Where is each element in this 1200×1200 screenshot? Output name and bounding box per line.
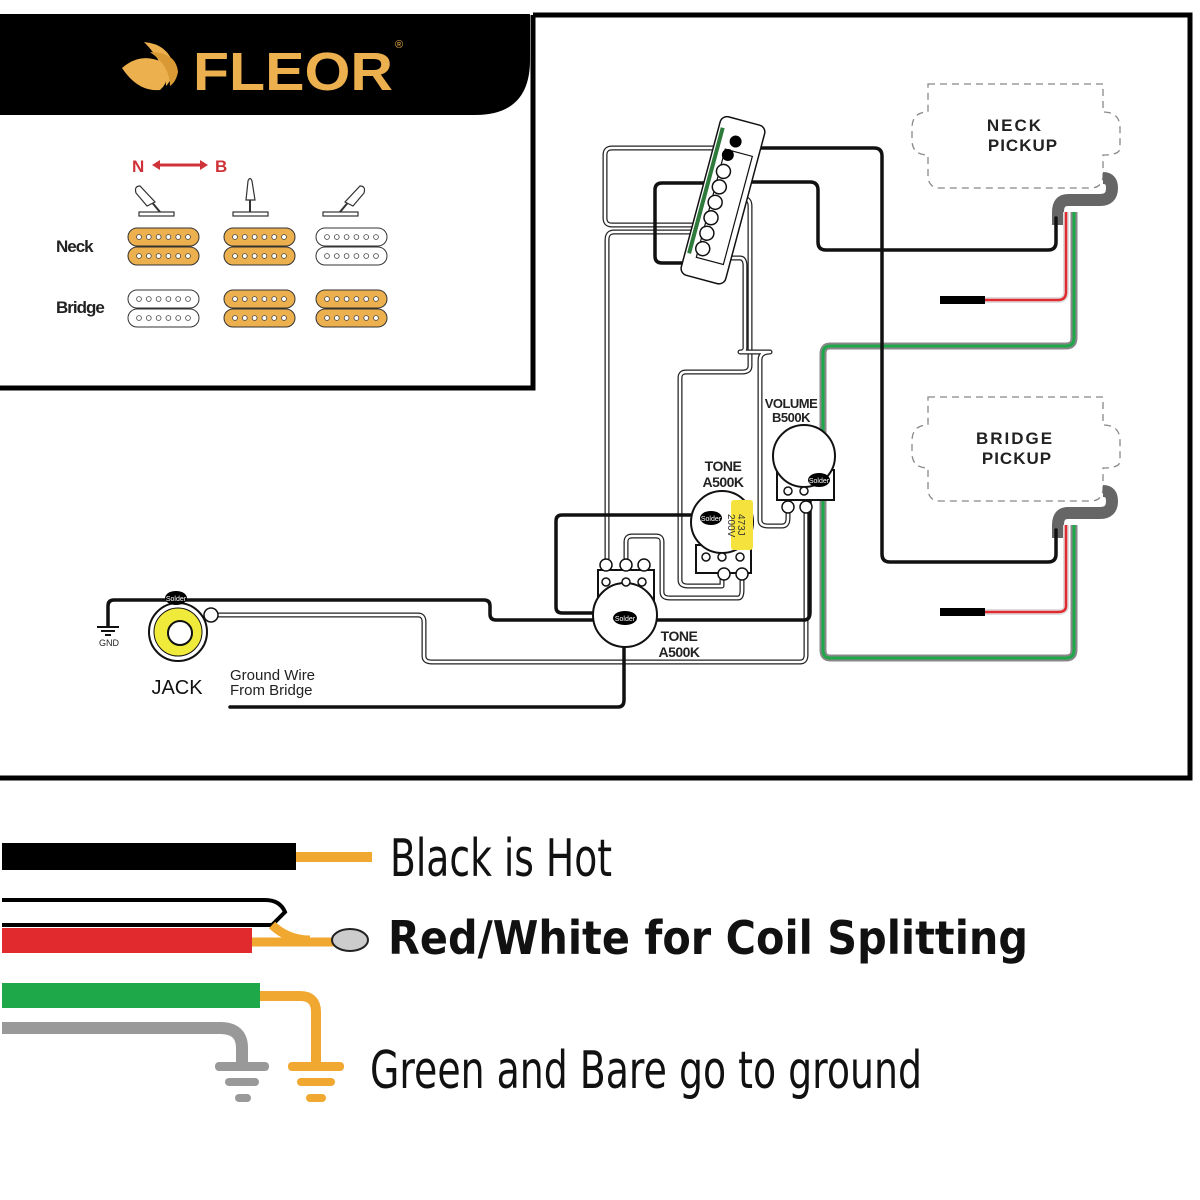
pickup-leads (819, 172, 1118, 662)
humbucker-neck-bridge-off (315, 227, 388, 266)
neck-pickup-label-1: NECK (987, 116, 1043, 135)
tone-2-label: TONE (661, 628, 698, 644)
humbucker-bridge-bridge-on (315, 289, 388, 328)
solder-label: Solder (809, 478, 830, 485)
volume-pot[interactable]: Solder VOLUME B500K (765, 396, 836, 514)
bridge-pickup-label-2: PICKUP (982, 449, 1052, 468)
neck-pickup: NECK PICKUP (911, 83, 1121, 189)
legend-hot: Black is Hot (2, 829, 612, 889)
neck-pickup-label-2: PICKUP (988, 136, 1058, 155)
bridge-pickup: BRIDGE PICKUP (911, 396, 1121, 502)
double-arrow-icon (152, 160, 208, 170)
tone-1-value: A500K (702, 474, 743, 490)
humbucker-neck-middle-on (223, 227, 296, 266)
humbucker-bridge-neck-off (127, 289, 200, 328)
humbucker-neck-neck-on (127, 227, 200, 266)
white-wires (209, 145, 809, 665)
volume-label: VOLUME (765, 396, 818, 411)
solder-point (613, 611, 637, 625)
pickup-selector-switch[interactable] (680, 115, 767, 285)
tone-2-value: A500K (658, 644, 699, 660)
ground-icon (215, 1062, 344, 1102)
tone-1-label: TONE (705, 458, 742, 474)
tone-pot-2[interactable]: Solder TONE A500K (592, 558, 700, 660)
neck-direction-label: N (132, 157, 144, 176)
black-wires (106, 146, 1058, 709)
neck-tape (940, 296, 985, 304)
solder-label: Solder (701, 516, 722, 523)
capacitor-value: 473J (735, 514, 746, 536)
brand-header (0, 14, 530, 115)
solder-point (700, 511, 722, 525)
toggle-bridge-position-icon (322, 185, 366, 217)
registered-mark: ® (395, 39, 403, 51)
bridge-pickup-label-1: BRIDGE (976, 429, 1054, 448)
output-jack[interactable]: Solder JACK (148, 591, 219, 699)
legend-ground-text: Green and Bare go to ground (370, 1041, 922, 1101)
solder-point (165, 591, 187, 605)
solder-point (808, 473, 830, 487)
jack-label: JACK (151, 677, 203, 699)
legend-coil-split: Red/White for Coil Splitting (2, 898, 1028, 965)
leaf-icon (122, 42, 178, 91)
capacitor: 473J 200V (725, 500, 753, 550)
gnd-label: GND (99, 638, 120, 648)
brand-logo: FLEOR ® (122, 39, 403, 102)
legend-hot-text: Black is Hot (390, 829, 612, 889)
toggle-neck-position-icon (134, 185, 175, 217)
selector-chart: N B Neck Bridge (56, 157, 388, 328)
bridge-tape (940, 608, 985, 616)
diagram-frame (0, 12, 1193, 781)
brand-name: FLEOR (193, 42, 393, 102)
row-label-neck: Neck (56, 237, 94, 256)
ground-wire-label-1: Ground Wire (230, 667, 315, 684)
legend: Black is Hot Red/White for Coil Splittin… (2, 829, 1028, 1102)
ground-wire-label-2: From Bridge (230, 682, 313, 699)
capacitor-voltage: 200V (725, 514, 736, 538)
humbucker-grid (127, 227, 388, 328)
bridge-direction-label: B (215, 157, 227, 176)
legend-coil-split-text: Red/White for Coil Splitting (388, 911, 1028, 965)
solder-label: Solder (166, 596, 187, 603)
selector-box-border (0, 15, 536, 391)
solder-label: Solder (615, 616, 636, 623)
row-label-bridge: Bridge (56, 298, 104, 317)
volume-value: B500K (772, 410, 811, 425)
humbucker-bridge-middle-on (223, 289, 296, 328)
toggle-middle-position-icon (232, 177, 269, 217)
ground-icon (97, 626, 119, 636)
tone-pot-1[interactable]: Solder TONE A500K 473J 200V (690, 458, 754, 581)
legend-ground: Green and Bare go to ground (2, 983, 922, 1102)
